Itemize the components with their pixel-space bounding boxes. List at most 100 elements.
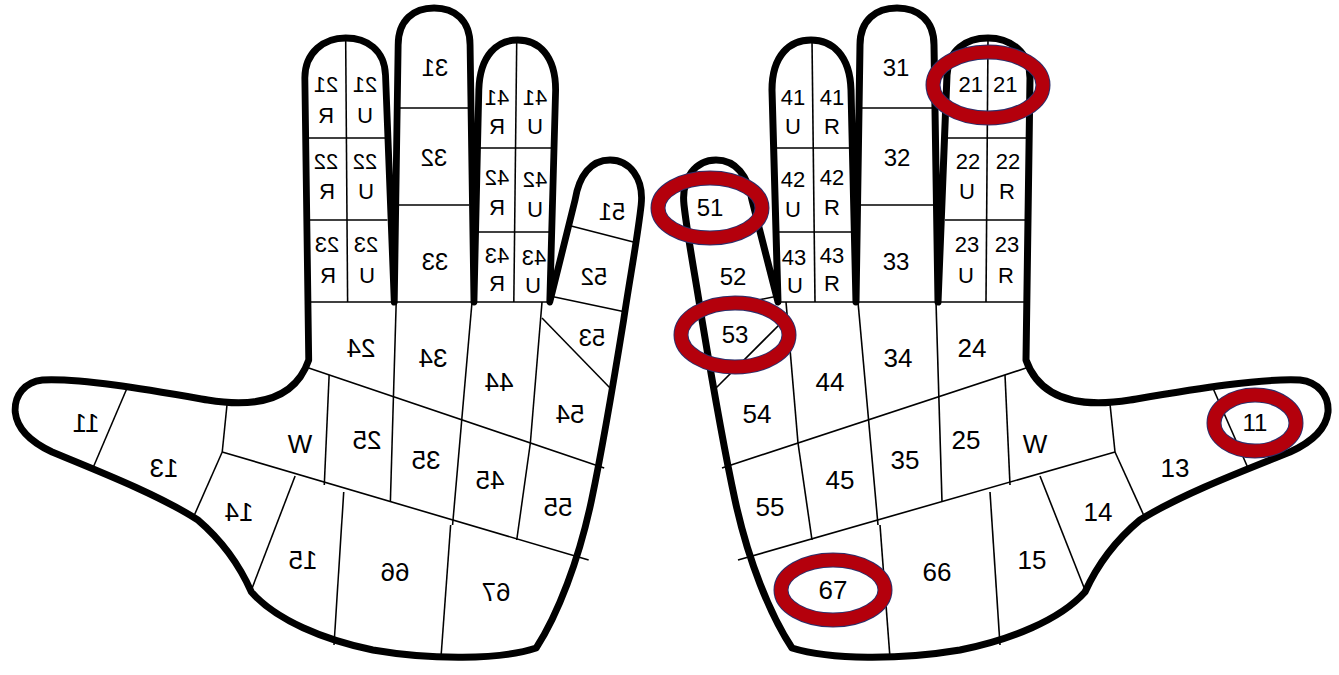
region-number: R — [320, 265, 336, 287]
region-number: U — [359, 265, 375, 287]
region-number: 41 — [820, 87, 844, 109]
region-number: 21 — [314, 74, 338, 96]
region-number: 34 — [884, 345, 913, 371]
region-number: R — [489, 197, 505, 219]
region-number: 35 — [891, 447, 920, 473]
region-number: U — [785, 199, 801, 221]
ellipse-ring-stroke — [658, 178, 762, 238]
region-number: R — [489, 273, 505, 295]
region-number: 42 — [820, 167, 844, 189]
ellipse-ring-stroke — [933, 52, 1043, 118]
region-number: U — [787, 275, 803, 297]
highlight-ellipse: 21 21 — [925, 44, 1051, 126]
region-number: 67 — [482, 579, 511, 605]
ellipse-outline — [1214, 395, 1296, 451]
region-number: 43 — [782, 247, 806, 269]
region-number: 42 — [523, 169, 547, 191]
region-number: 31 — [883, 56, 910, 80]
region-number: 44 — [485, 369, 514, 395]
region-number: 45 — [826, 467, 855, 493]
ellipse-ring-stroke — [681, 303, 789, 367]
region-number: 22 — [353, 151, 377, 173]
region-number: U — [527, 199, 543, 221]
region-number: W — [1023, 431, 1048, 457]
region-number: 33 — [422, 250, 449, 274]
region-number: 32 — [884, 146, 911, 170]
region-number: 22 — [314, 151, 338, 173]
ellipse-ring — [925, 44, 1051, 126]
region-number: 55 — [543, 494, 572, 520]
region-number: 34 — [419, 345, 448, 371]
region-number: 42 — [781, 169, 805, 191]
circled-number: 67 — [819, 577, 848, 603]
region-number: R — [489, 116, 505, 138]
mirrored-hand-drawing — [15, 8, 641, 658]
region-number: 43 — [820, 245, 844, 267]
region-number: 14 — [224, 499, 253, 525]
ellipse-outline — [933, 52, 1043, 118]
region-number: R — [998, 265, 1014, 287]
region-number: U — [785, 116, 801, 138]
region-number: 54 — [556, 401, 585, 427]
region-number: 14 — [1084, 499, 1113, 525]
region-number: W — [288, 431, 313, 457]
region-number: 15 — [1018, 547, 1047, 573]
region-number: U — [358, 181, 374, 203]
hand-outline — [684, 8, 1328, 657]
region-number: U — [525, 275, 541, 297]
region-number: 15 — [288, 547, 317, 573]
ellipse-text: 53 — [673, 295, 797, 375]
region-number: 23 — [354, 234, 378, 256]
region-number: 11 — [73, 410, 100, 436]
region-number: 24 — [958, 335, 987, 361]
circled-number: 51 — [697, 196, 724, 220]
region-number: R — [824, 197, 840, 219]
circled-number: 11 — [1243, 411, 1268, 435]
circled-number: 21 — [993, 74, 1017, 96]
region-number: 13 — [1161, 455, 1190, 481]
region-number: R — [999, 181, 1015, 203]
region-number: 45 — [475, 467, 504, 493]
hand-drawing — [684, 8, 1328, 658]
region-number: 42 — [485, 167, 509, 189]
region-number: 25 — [353, 427, 382, 453]
region-number: 53 — [578, 326, 605, 350]
region-number: 25 — [952, 427, 981, 453]
region-number: 13 — [149, 455, 178, 481]
circled-number: 21 — [959, 74, 983, 96]
region-number: 41 — [485, 87, 509, 109]
region-number: 41 — [523, 87, 547, 109]
region-number: 51 — [599, 200, 626, 224]
circled-number: 53 — [722, 323, 749, 347]
region-number: R — [824, 116, 840, 138]
highlight-ellipse: 53 — [673, 295, 797, 375]
region-number: 22 — [956, 151, 980, 173]
region-number: R — [319, 181, 335, 203]
region-number: 43 — [485, 245, 509, 267]
region-number: 23 — [955, 234, 979, 256]
region-number: 41 — [781, 87, 805, 109]
region-number: 23 — [315, 234, 339, 256]
region-number: R — [824, 273, 840, 295]
region-number: 22 — [996, 151, 1020, 173]
highlight-ellipse: 51 — [650, 170, 770, 246]
ellipse-outline — [681, 303, 789, 367]
region-number: U — [527, 116, 543, 138]
region-number: U — [958, 265, 974, 287]
region-number: 55 — [756, 494, 785, 520]
ellipse-text: 11 — [1206, 387, 1304, 459]
region-number: 54 — [743, 401, 772, 427]
ellipse-ring-stroke — [1214, 395, 1296, 451]
region-number: 43 — [522, 247, 546, 269]
region-number: 66 — [381, 559, 410, 585]
region-lines — [688, 38, 1248, 658]
ellipse-text: 51 — [650, 170, 770, 246]
ellipse-text: 21 21 — [925, 44, 1051, 126]
ellipse-outline — [658, 178, 762, 238]
region-number: 52 — [580, 265, 607, 289]
ellipse-text: 67 — [773, 552, 893, 628]
region-number: 33 — [883, 250, 910, 274]
region-number: 23 — [995, 234, 1019, 256]
region-number: U — [959, 181, 975, 203]
